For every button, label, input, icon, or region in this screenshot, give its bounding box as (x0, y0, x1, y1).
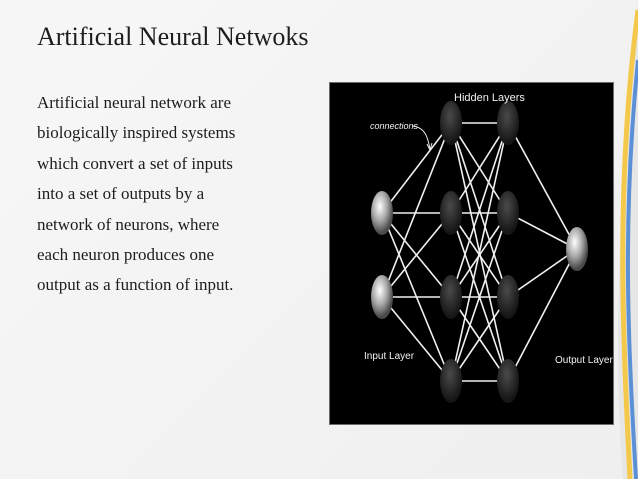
connection-line (450, 122, 509, 298)
connection-line (507, 248, 578, 298)
hidden-neuron (497, 191, 519, 235)
input-neuron (371, 191, 393, 235)
decorative-swoosh (618, 0, 638, 479)
connection-line (507, 212, 578, 250)
body-text: Artificial neural network are biological… (37, 88, 307, 301)
output-neuron (566, 227, 588, 271)
neural-network-svg: Hidden Layers connections Input Layer Ou… (364, 92, 613, 403)
connection-line (381, 122, 452, 298)
connection-line (381, 212, 452, 298)
input-layer-label: Input Layer (364, 351, 415, 362)
hidden-layers-label: Hidden Layers (454, 92, 525, 104)
hidden-neuron (440, 275, 462, 319)
slide-title: Artificial Neural Netwoks (37, 22, 309, 51)
hidden-neuron (497, 275, 519, 319)
body-line: Artificial neural network are (37, 93, 231, 112)
connection-line (381, 296, 452, 382)
connection-line (450, 122, 509, 382)
connection-line (450, 212, 509, 382)
connections-arrow (411, 125, 431, 150)
connections-label: connections (370, 121, 419, 131)
input-neuron (371, 275, 393, 319)
body-line: network of neurons, where (37, 214, 220, 234)
body-line: biologically inspired systems (37, 123, 236, 143)
neural-network-diagram: Hidden Layers connections Input Layer Ou… (329, 82, 614, 425)
output-layer-label: Output Layer (555, 355, 613, 366)
connection-line (450, 296, 509, 382)
hidden-neuron (497, 359, 519, 403)
body-line: which convert a set of inputs (37, 153, 233, 173)
connection-line (507, 248, 578, 382)
body-line: output as a function of input. (37, 275, 234, 295)
connection-line (507, 122, 578, 250)
hidden-neuron (440, 191, 462, 235)
hidden-neuron (440, 359, 462, 403)
connection-line (450, 122, 509, 214)
hidden-neuron (497, 101, 519, 145)
body-line: into a set of outputs by a (37, 184, 205, 204)
hidden-neuron (440, 101, 462, 145)
arrow-head (426, 142, 433, 152)
connection-line (381, 122, 452, 214)
body-line: each neuron produces one (37, 245, 215, 265)
